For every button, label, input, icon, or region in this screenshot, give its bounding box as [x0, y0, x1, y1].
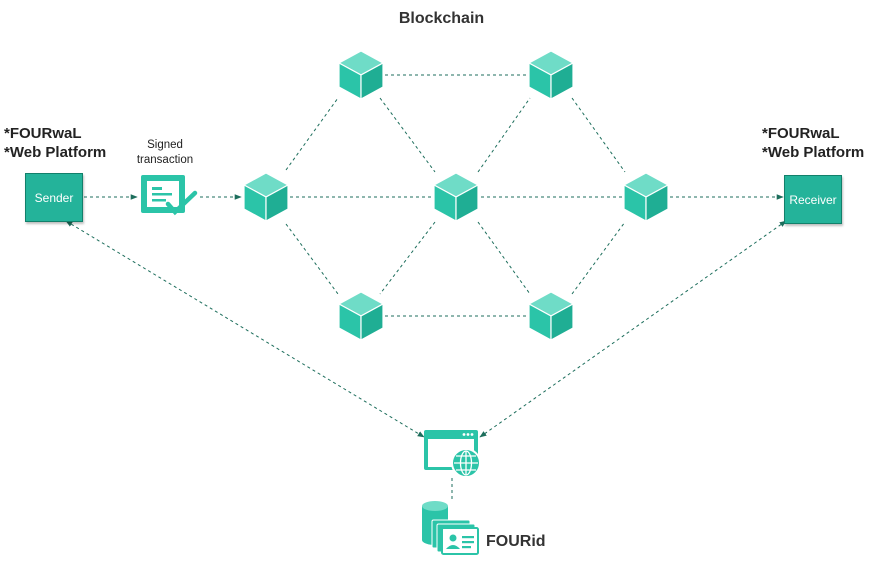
receiver-products: *FOURwaL *Web Platform	[762, 124, 864, 162]
sender-product-2: *Web Platform	[4, 144, 107, 161]
block-cube-icon-left	[243, 172, 289, 222]
block-cube-icon-center	[433, 172, 479, 222]
receiver-product-1: *FOURwaL	[762, 125, 840, 142]
signed-transaction-label: Signed transaction	[136, 139, 194, 166]
block-cube-icon-right	[623, 172, 669, 222]
blockchain-nodes	[243, 50, 669, 341]
block-cube-icon-bottom-left	[338, 291, 384, 341]
sender-product-1: *FOURwaL	[4, 125, 82, 142]
flow-arrows	[65, 194, 787, 500]
block-cube-icon-top-left	[338, 50, 384, 100]
browser-globe-icon	[424, 430, 481, 478]
fourid-label: FOURid	[486, 533, 546, 550]
diagram-title: Blockchain	[398, 10, 485, 27]
receiver-fourid-arrow	[479, 220, 787, 438]
receiver-node[interactable]: Receiver	[784, 175, 842, 224]
sender-fourid-arrow	[65, 220, 425, 438]
database-id-card-icon	[422, 501, 479, 555]
signed-document-icon	[141, 175, 198, 216]
block-cube-icon-bottom-right	[528, 291, 574, 341]
block-cube-icon-top-right	[528, 50, 574, 100]
receiver-product-2: *Web Platform	[762, 144, 865, 161]
sender-products: *FOURwaL *Web Platform	[4, 124, 106, 162]
sender-node[interactable]: Sender	[25, 173, 83, 222]
